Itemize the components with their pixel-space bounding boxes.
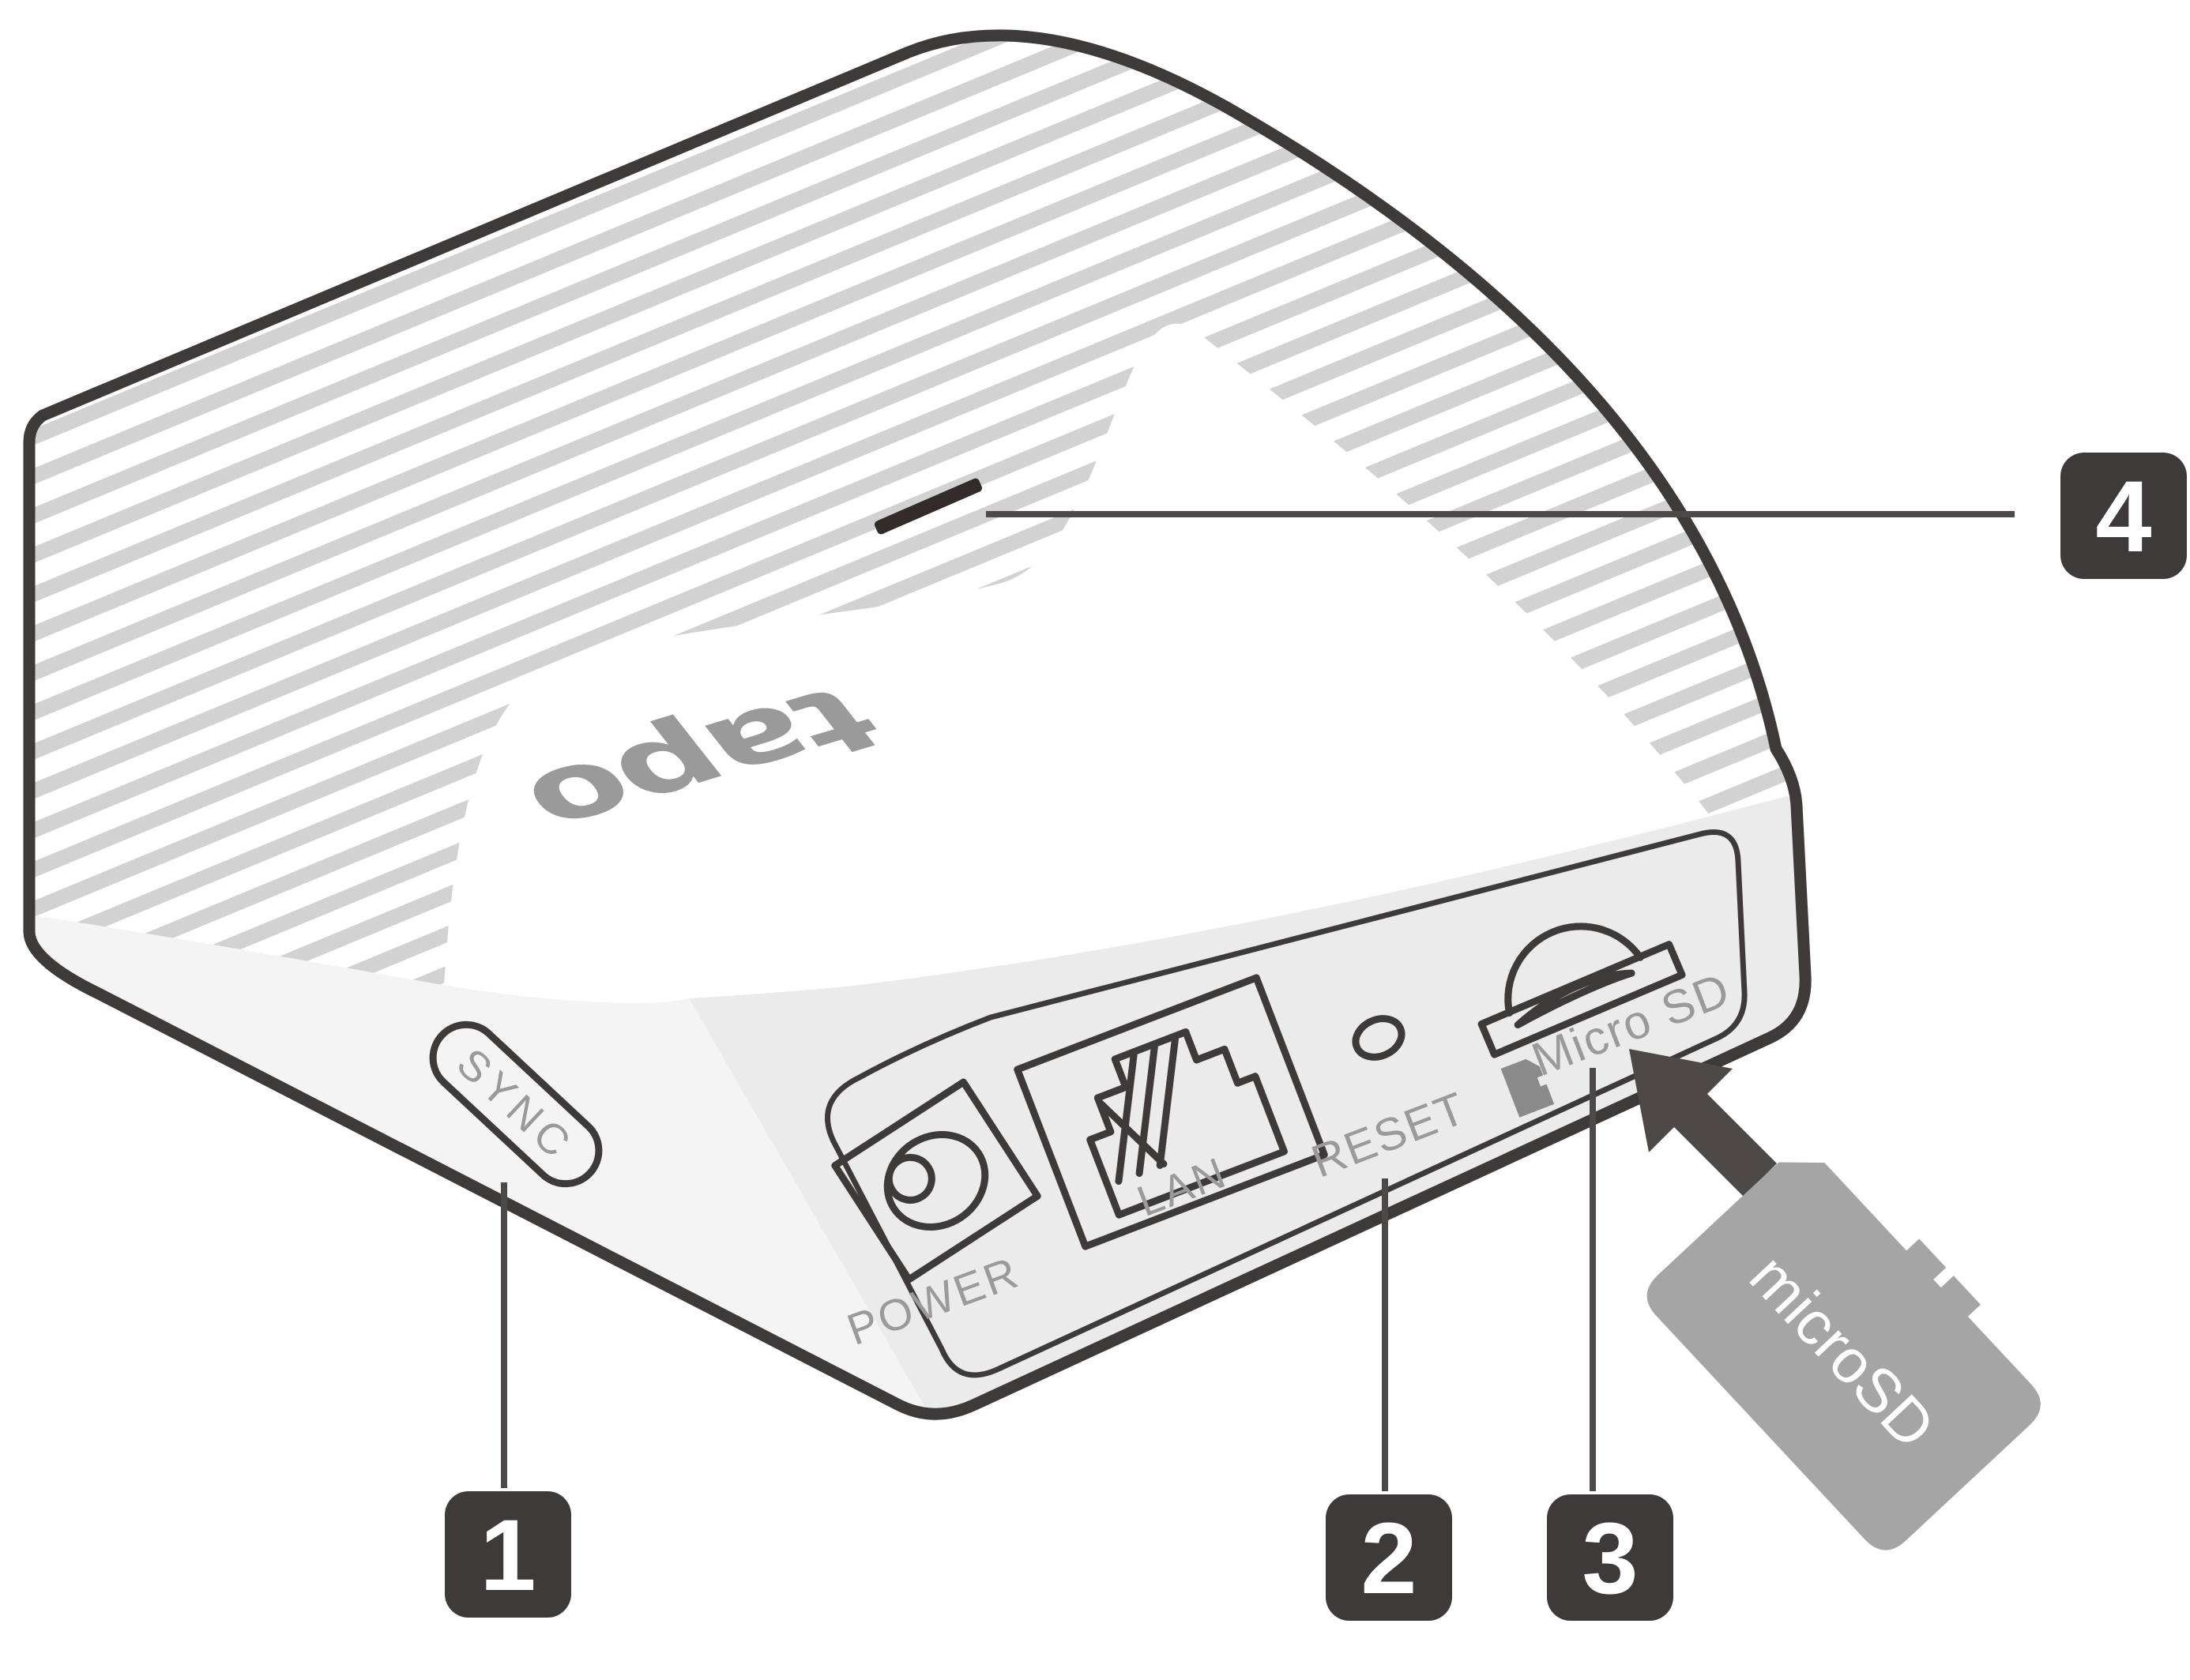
power-jack [831,1078,1041,1283]
callout-number-2: 2 [1360,1502,1417,1615]
microsd-card: microSD [1646,1162,2041,1550]
callout-badge-2: 2 [1326,1494,1452,1621]
callout-number-1: 1 [480,1499,536,1612]
reset-hole [1352,1015,1405,1061]
microsd-icon [1500,1058,1555,1118]
top-face-highlight [442,323,1722,1014]
device-outline [23,29,1812,1420]
callout-badge-3: 3 [1547,1494,1673,1621]
led-indicator-slot [874,478,983,535]
lan-pin-lines [1097,1035,1179,1185]
callout-badge-1: 1 [445,1491,571,1618]
callout-number-3: 3 [1582,1502,1638,1615]
front-panel-inset [825,829,1748,1378]
device-illustration: tapo SYNC POWER LAN RESET [23,29,2187,1621]
insert-arrow-icon [1629,1049,1777,1197]
callout-number-4: 4 [2095,460,2151,573]
side-face [29,915,933,1421]
lan-port [1014,974,1328,1250]
callout-badge-4: 4 [2060,453,2187,579]
microsd-slot [1477,923,1686,1058]
